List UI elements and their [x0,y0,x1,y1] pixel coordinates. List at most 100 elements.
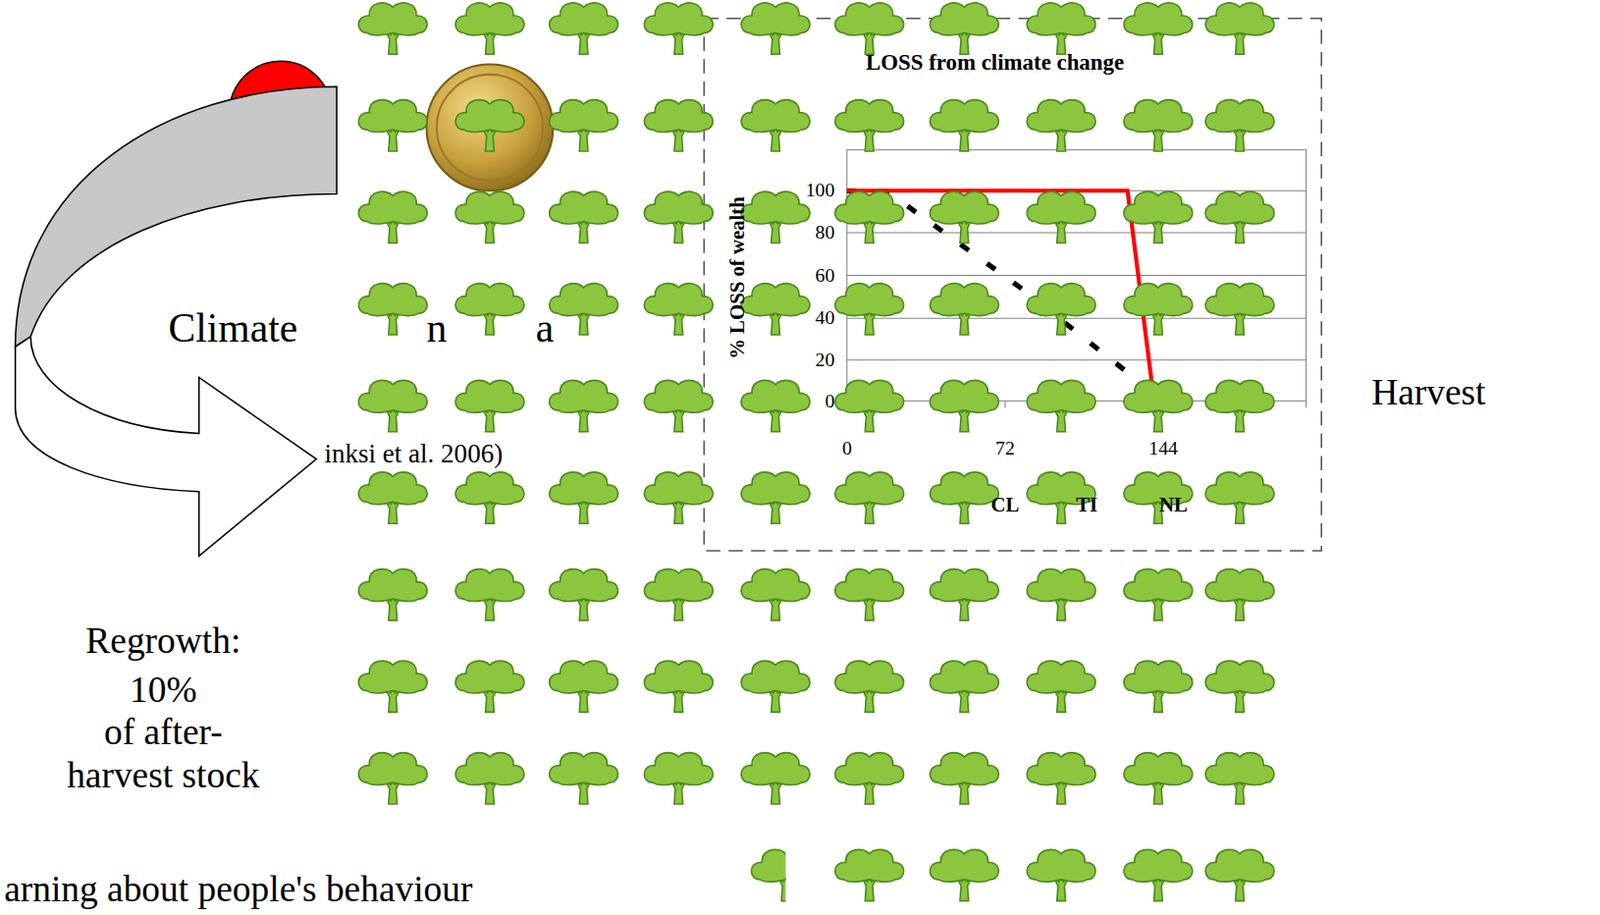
tree-icon [1123,472,1193,524]
label: Regrowth: [85,620,241,661]
tree-icon [549,569,619,621]
tree-icon [929,849,999,901]
tree-icon [1026,2,1096,54]
tree-icon [1026,752,1096,804]
tree-icon [358,660,427,712]
tree-icon [835,472,905,524]
tree-icon [549,100,619,152]
label: TI [1075,492,1098,516]
tree-icon [358,752,427,804]
tree-icon [929,2,999,54]
tree-icon [358,191,427,243]
label: CL [991,492,1020,516]
tree-icon [1205,660,1275,712]
tree-icon [741,2,810,54]
tree-icon [643,379,713,431]
label: a [535,306,554,352]
label: 60 [815,265,836,287]
tree-icon [835,752,905,804]
label: 20 [815,349,836,372]
tree-icon [1205,379,1275,431]
label: n [426,306,448,352]
tree-icon [835,2,905,54]
tree-icon [358,100,427,152]
tree-icon [929,752,999,804]
tree-icon [549,191,619,243]
tree-icon [929,472,999,524]
tree-icon [1123,100,1193,152]
tree-icon [643,2,713,54]
tree-icon [358,379,427,431]
tree-icon [643,752,713,804]
tree-icon [1026,283,1096,335]
coin [426,63,554,191]
tree-icon [358,569,427,621]
tree-icon [929,100,999,152]
label: Harvest [1371,373,1486,414]
tree-icon [643,283,713,335]
tree-icon [835,660,905,712]
tree-icon [1123,379,1193,431]
label: LOSS from climate change [865,51,1124,76]
tree-icon [741,191,810,243]
label: 72 [995,438,1015,461]
tree-icon [643,569,713,621]
gridline [847,359,1307,361]
label: 10% [129,669,198,710]
tree-icon [358,2,427,54]
tree-icon [549,472,619,524]
tick [1305,400,1307,408]
tree-icon [929,283,999,335]
tree-icon [1205,569,1275,621]
label: arning about people's behaviour [3,869,473,910]
tree-icon [929,660,999,712]
tree-icon [455,191,525,243]
tree-icon [1205,849,1275,901]
tree-icon [835,379,905,431]
tree-icon [1123,2,1193,54]
label: inksi et al. 2006) [324,439,504,470]
tree-icon [549,660,619,712]
tree-icon [1026,849,1096,901]
tick [1004,400,1006,408]
label: % LOSS of wealth [725,196,748,360]
tree-icon [741,472,810,524]
label: 144 [1148,438,1178,461]
tree-icon [455,472,525,524]
tree-icon [1205,283,1275,335]
tree-icon [1205,2,1275,54]
tree-icon [741,100,810,152]
label: 40 [815,307,836,329]
tree-icon [1123,752,1193,804]
tree-icon [929,191,999,243]
tree-icon [751,849,821,901]
tree-icon [929,569,999,621]
tree-icon [1205,472,1275,524]
label: Climate [168,306,299,352]
tree-icon [549,379,619,431]
tree-icon [643,100,713,152]
tree-icon [741,752,810,804]
tree-icon [741,283,810,335]
tree-icon [835,849,905,901]
label: of after- [104,712,223,753]
tree-icon [549,752,619,804]
label: NL [1159,492,1188,516]
tree-icon [929,379,999,431]
tree-icon [358,472,427,524]
tree-icon [643,191,713,243]
tree-icon [835,100,905,152]
tree-icon [549,2,619,54]
tree-icon [741,660,810,712]
tree-icon [741,569,810,621]
tree-icon [1026,191,1096,243]
cycle-arrow-head [15,336,318,556]
tree-icon [455,752,525,804]
tree-icon [643,472,713,524]
tree-icon [1123,283,1193,335]
tree-icon [1026,660,1096,712]
label: 80 [815,221,836,244]
tree-icon [1026,379,1096,431]
tree-icon [1123,849,1193,901]
